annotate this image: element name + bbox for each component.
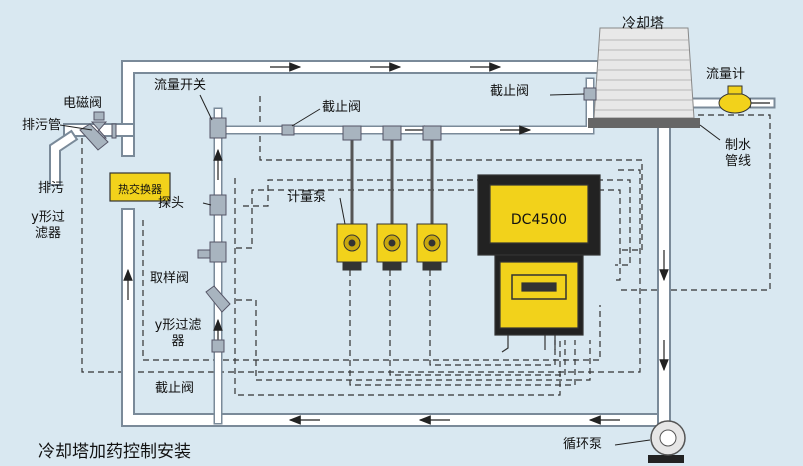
probe-icon	[209, 194, 227, 216]
signal-wiring	[81, 96, 771, 396]
y-strainer-mid-icon	[205, 285, 231, 313]
page-title: 冷却塔加药控制安装	[38, 442, 191, 462]
y-strainer-mid-label: y形过滤器	[154, 318, 202, 350]
controller-label: DC4500	[510, 212, 568, 228]
heat-exchanger-box	[109, 172, 171, 202]
blowdown-pipe-label: 排污管	[22, 118, 62, 133]
flow-meter-icon	[718, 85, 752, 114]
stop-valve-bottom-icon	[211, 339, 225, 353]
flow-meter-label: 流量计	[706, 67, 746, 82]
flow-switch-icon	[209, 117, 227, 139]
stop-valve-top-label: 截止阀	[322, 100, 362, 115]
flow-switch-label: 流量开关	[154, 78, 207, 93]
stop-valve-right-label: 截止阀	[490, 84, 530, 99]
stop-valve-bottom-label: 截止阀	[155, 381, 195, 396]
solenoid-valve-label: 电磁阀	[63, 96, 103, 111]
cooling-tower-label: 冷却塔	[622, 16, 664, 32]
circulation-pump-icon	[648, 420, 686, 463]
y-strainer-left-label: y形过滤器	[31, 210, 65, 242]
blowdown-label: 排污	[38, 181, 65, 196]
leader-lines	[59, 93, 721, 446]
stop-valve-top-icon	[281, 124, 295, 136]
flow-arrows	[123, 62, 770, 425]
cooling-tower	[588, 27, 700, 128]
circulation-pump-label: 循环泵	[563, 437, 603, 452]
heat-exchanger-label: 热交换器	[118, 183, 162, 196]
sampling-valve-icon	[209, 241, 227, 263]
sampling-valve-label: 取样阀	[150, 271, 190, 286]
probe-label: 探头	[158, 196, 185, 211]
controller-unit	[477, 174, 601, 353]
metering-pump-label: 计量泵	[287, 190, 327, 205]
valves	[79, 87, 597, 353]
makeup-water-label: 制水管线	[724, 138, 751, 170]
metering-pumps	[336, 223, 448, 271]
stop-valve-right-icon	[583, 87, 597, 101]
y-strainer-left-icon	[79, 123, 109, 151]
